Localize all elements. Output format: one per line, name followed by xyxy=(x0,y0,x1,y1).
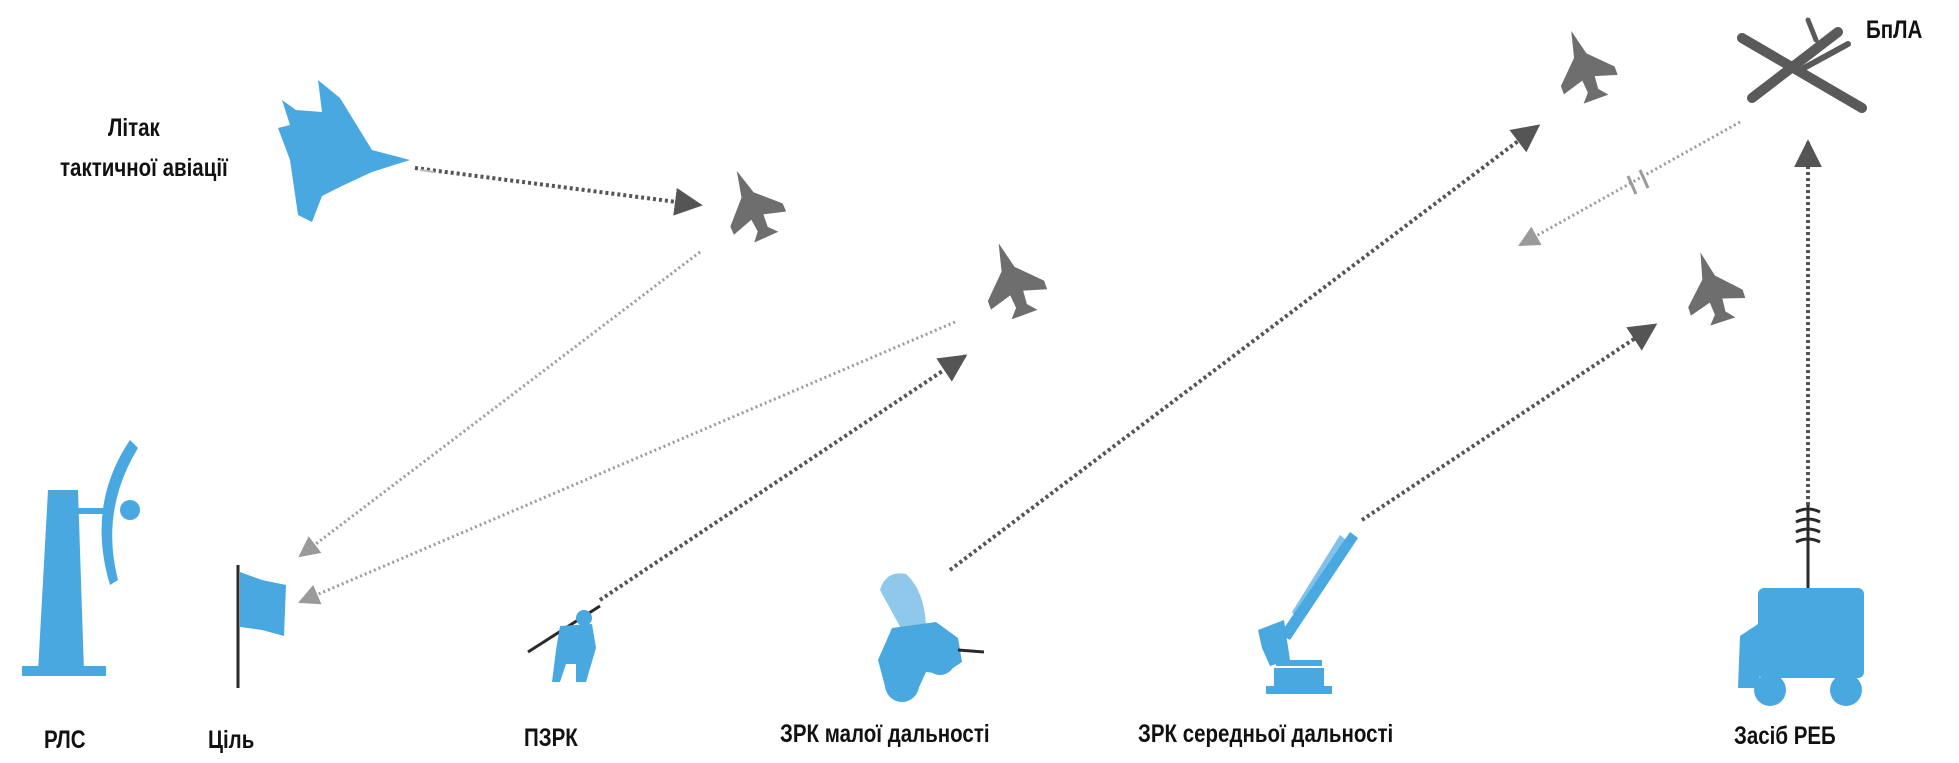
link-break-icon xyxy=(1626,169,1650,195)
label-aircraft-line1: Літак xyxy=(108,114,160,142)
ew-truck-icon xyxy=(1738,505,1864,706)
arrow-manpads-to-enemy2 xyxy=(598,354,968,602)
enemy-aircraft-2-icon xyxy=(970,233,1053,325)
short-range-sam-vehicle-icon xyxy=(878,573,985,702)
arrow-sam-short-to-enemy3 xyxy=(948,124,1541,572)
motion-marks xyxy=(419,169,435,173)
label-target: Ціль xyxy=(208,726,255,754)
label-radar: РЛС xyxy=(44,726,86,754)
enemy-aircraft-1-icon xyxy=(710,159,793,249)
uav-icon xyxy=(1737,17,1867,113)
label-sam-medium: ЗРК середньої дальності xyxy=(1138,720,1394,748)
label-uav: БпЛА xyxy=(1866,16,1923,44)
arrow-aircraft-to-target xyxy=(414,166,703,216)
soldier-with-launcher-icon xyxy=(527,604,601,682)
label-sam-short: ЗРК малої дальності xyxy=(780,720,990,748)
label-manpads: ПЗРК xyxy=(524,724,578,752)
flag-icon xyxy=(236,565,286,688)
label-ew: Засіб РЕБ xyxy=(1734,722,1836,750)
arrow-sam-medium-to-enemy4 xyxy=(1360,323,1658,522)
radar-antenna-icon xyxy=(22,440,140,676)
label-aircraft-line2: тактичної авіації xyxy=(60,154,228,182)
enemy-aircraft-3-icon xyxy=(1544,21,1623,109)
trajectory-lines xyxy=(298,120,1822,605)
arrow-enemy1-to-target xyxy=(298,250,701,558)
enemy-aircraft-4-icon xyxy=(1673,243,1751,331)
medium-range-sam-launcher-icon xyxy=(1258,532,1358,694)
arrow-enemy2-to-target xyxy=(298,320,956,605)
tactical-aircraft-icon xyxy=(278,80,410,222)
